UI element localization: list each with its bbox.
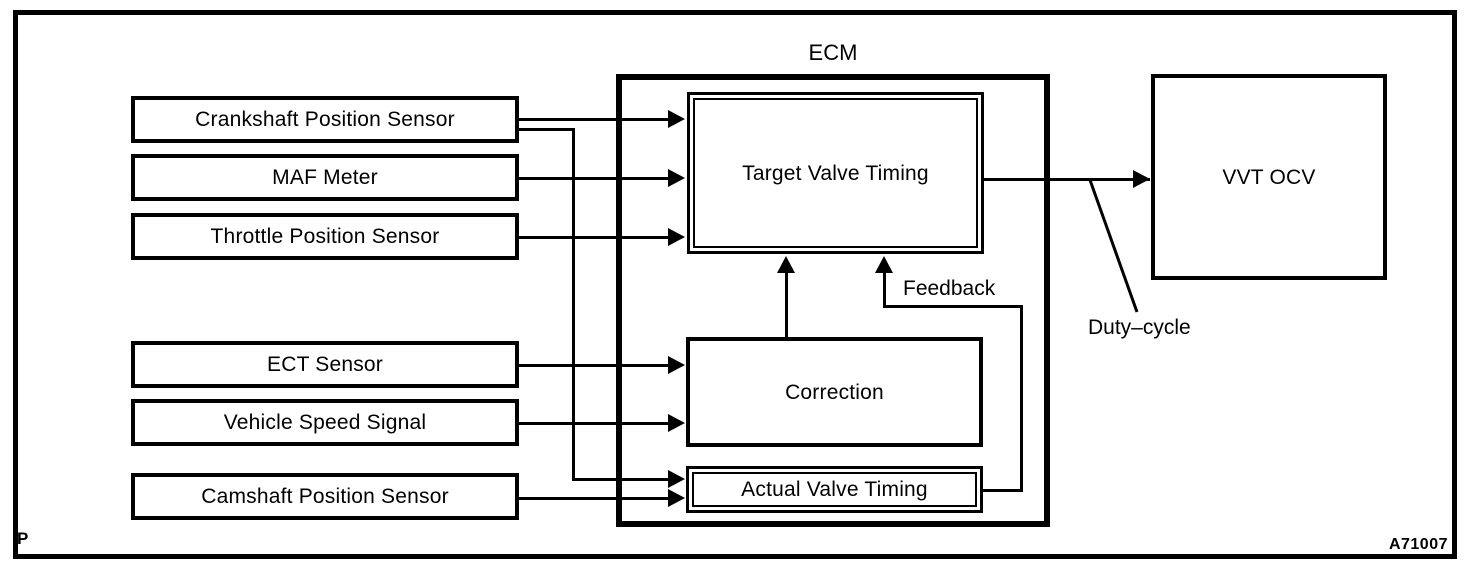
- line-feedback-vertical: [1020, 305, 1023, 491]
- block-target-valve-timing[interactable]: Target Valve Timing: [687, 92, 984, 254]
- line-vehicle-speed-to-correction: [519, 422, 670, 425]
- ecm-title: ECM: [808, 40, 858, 65]
- corner-marker-p: P: [17, 529, 29, 548]
- line-throttle-to-target: [519, 236, 670, 239]
- sensor-box-camshaft-position-sensor[interactable]: Camshaft Position Sensor: [131, 473, 519, 520]
- block-label: Target Valve Timing: [742, 161, 929, 185]
- actuator-box-vvt-ocv[interactable]: VVT OCV: [1151, 74, 1387, 280]
- line-feedback-to-target: [883, 271, 886, 307]
- sensor-label: Camshaft Position Sensor: [201, 485, 449, 508]
- sensor-box-vehicle-speed-signal[interactable]: Vehicle Speed Signal: [131, 399, 519, 446]
- sensor-box-crankshaft-position-sensor[interactable]: Crankshaft Position Sensor: [131, 96, 519, 143]
- arrowhead-correction-to-target: [777, 256, 795, 273]
- arrowhead-vehicle-speed-to-correction: [668, 414, 685, 432]
- line-crankshaft-branch-to-actual: [572, 478, 670, 481]
- block-label: Actual Valve Timing: [741, 478, 928, 501]
- arrowhead-throttle-to-target: [668, 228, 685, 246]
- arrowhead-camshaft-to-actual: [668, 489, 685, 507]
- figure-code: A71007: [1388, 536, 1448, 553]
- outer-frame: [13, 10, 1457, 559]
- arrowhead-feedback-to-target: [875, 256, 893, 273]
- line-ect-to-correction: [519, 364, 670, 367]
- arrowhead-target-to-vvt-ocv: [1133, 170, 1150, 188]
- sensor-label: Throttle Position Sensor: [210, 225, 440, 248]
- sensor-label: MAF Meter: [272, 166, 378, 189]
- block-correction[interactable]: Correction: [686, 337, 983, 447]
- actuator-label: VVT OCV: [1222, 165, 1316, 189]
- arrowhead-ect-to-correction: [668, 356, 685, 374]
- sensor-label: Crankshaft Position Sensor: [195, 108, 455, 131]
- block-actual-valve-timing[interactable]: Actual Valve Timing: [686, 466, 983, 513]
- line-feedback-horizontal: [883, 305, 1023, 308]
- line-crankshaft-branch-top: [519, 128, 575, 131]
- line-maf-to-target: [519, 177, 670, 180]
- line-camshaft-to-actual: [519, 497, 670, 500]
- line-feedback-from-actual: [983, 489, 1023, 492]
- arrowhead-maf-to-target: [668, 169, 685, 187]
- sensor-label: ECT Sensor: [267, 353, 383, 376]
- line-correction-to-target: [785, 271, 788, 337]
- line-target-to-vvt-ocv: [984, 178, 1150, 181]
- line-crankshaft-branch-vertical: [572, 128, 575, 479]
- line-crankshaft-to-target: [519, 118, 670, 121]
- duty-cycle-label: Duty–cycle: [1088, 316, 1191, 339]
- sensor-box-ect-sensor[interactable]: ECT Sensor: [131, 341, 519, 388]
- arrowhead-crankshaft-to-actual: [668, 470, 685, 488]
- feedback-label: Feedback: [903, 277, 996, 300]
- sensor-label: Vehicle Speed Signal: [223, 411, 427, 434]
- sensor-box-maf-meter[interactable]: MAF Meter: [131, 154, 519, 201]
- block-label: Correction: [785, 380, 884, 404]
- sensor-box-throttle-position-sensor[interactable]: Throttle Position Sensor: [131, 213, 519, 260]
- arrowhead-crankshaft-to-target: [668, 110, 685, 128]
